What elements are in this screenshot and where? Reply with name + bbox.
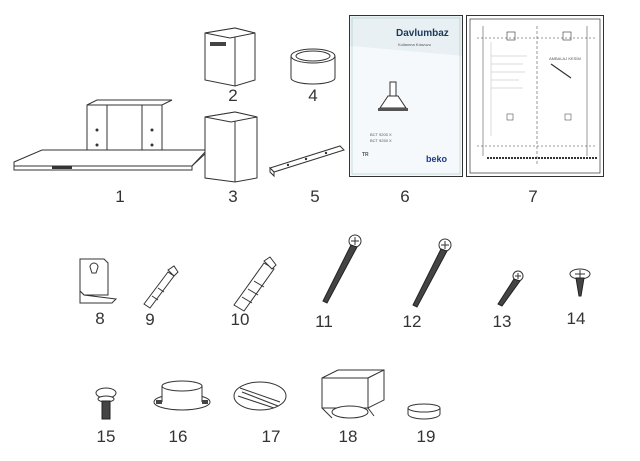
manual-subtitle: Kullanma Kılavuzu — [398, 42, 432, 47]
small-cap-illustration — [407, 403, 441, 420]
lower-chimney-illustration — [204, 111, 258, 183]
part-number-3: 3 — [228, 187, 238, 206]
part-number-14: 14 — [566, 309, 586, 328]
part-number-12: 12 — [402, 312, 422, 331]
flange-screw-illustration — [95, 387, 117, 420]
part-number-16: 16 — [168, 427, 188, 446]
part-number-7: 7 — [528, 187, 538, 206]
part-number-6: 6 — [400, 187, 410, 206]
part-number-8: 8 — [95, 309, 105, 328]
part-number-4: 4 — [308, 86, 318, 105]
manual-model-1: BCT 9200 X — [370, 132, 392, 137]
long-screw-b-illustration — [412, 238, 452, 308]
manual-language: TR — [362, 152, 369, 158]
reducer-ring-illustration — [290, 48, 336, 85]
part-number-5: 5 — [310, 187, 320, 206]
manual-brand-logo: beko — [426, 154, 448, 164]
small-wall-plug-illustration — [143, 265, 179, 309]
part-number-1: 1 — [115, 187, 125, 206]
part-number-19: 19 — [416, 427, 436, 446]
part-number-9: 9 — [145, 310, 155, 329]
long-screw-a-illustration — [322, 234, 362, 304]
chimney-support-illustration — [321, 369, 385, 419]
self-tapping-screw-illustration — [569, 268, 591, 297]
manual-model-2: BCT 9250 X — [370, 138, 392, 143]
large-wall-plug-illustration — [233, 256, 277, 312]
flap-valve-flange-illustration — [153, 380, 211, 411]
part-number-13: 13 — [492, 312, 512, 331]
template-label: AMBALAJ KESİM — [549, 56, 581, 61]
manual-title: Davlumbaz — [396, 28, 449, 39]
manual-background-decoration — [350, 16, 462, 176]
part-number-18: 18 — [338, 427, 358, 446]
user-manual: Davlumbaz Kullanma Kılavuzu BCT 9200 X B… — [349, 15, 463, 177]
short-screw-illustration — [497, 270, 524, 307]
wall-bracket-illustration — [79, 258, 118, 304]
mounting-bar-illustration — [269, 145, 345, 178]
part-number-11: 11 — [315, 312, 333, 331]
part-number-10: 10 — [230, 310, 250, 329]
mounting-template: AMBALAJ KESİM — [466, 15, 604, 177]
template-drawing — [469, 18, 601, 174]
disc-damper-illustration — [233, 381, 287, 411]
upper-chimney-illustration — [204, 27, 256, 87]
part-number-2: 2 — [228, 86, 238, 105]
hood-illustration — [13, 99, 209, 171]
part-number-17: 17 — [261, 427, 281, 446]
part-number-15: 15 — [96, 427, 116, 446]
